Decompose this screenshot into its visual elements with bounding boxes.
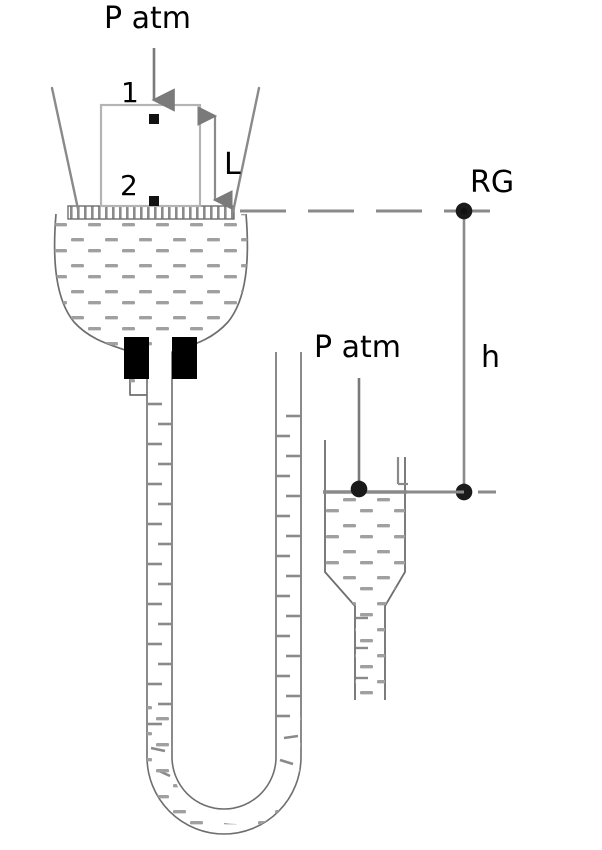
- label-reference-grade: RG: [470, 165, 515, 200]
- dimension-h: [405, 202, 496, 501]
- pinch-clamp[interactable]: [124, 337, 197, 379]
- node-point-1: [149, 114, 159, 124]
- u-tube: [146, 352, 302, 835]
- label-length-l: L: [224, 147, 241, 182]
- pressure-arrow-right: [350, 378, 408, 498]
- funnel-walls: [50, 86, 261, 214]
- label-point-1: 1: [121, 76, 139, 109]
- label-pressure-atmospheric-right: P atm: [314, 330, 401, 365]
- porous-plate: [67, 205, 235, 220]
- rg-anchor-dot: [460, 207, 468, 215]
- right-reservoir-liquid: [325, 492, 405, 700]
- measurement-nodes: [149, 114, 159, 206]
- node-point-2: [149, 196, 159, 206]
- right-neck-graduations: [356, 616, 368, 680]
- label-point-2: 2: [120, 169, 138, 202]
- u-tube-graduations-right: [277, 414, 300, 766]
- label-pressure-atmospheric-top: P atm: [104, 1, 191, 36]
- label-height-h: h: [481, 340, 501, 375]
